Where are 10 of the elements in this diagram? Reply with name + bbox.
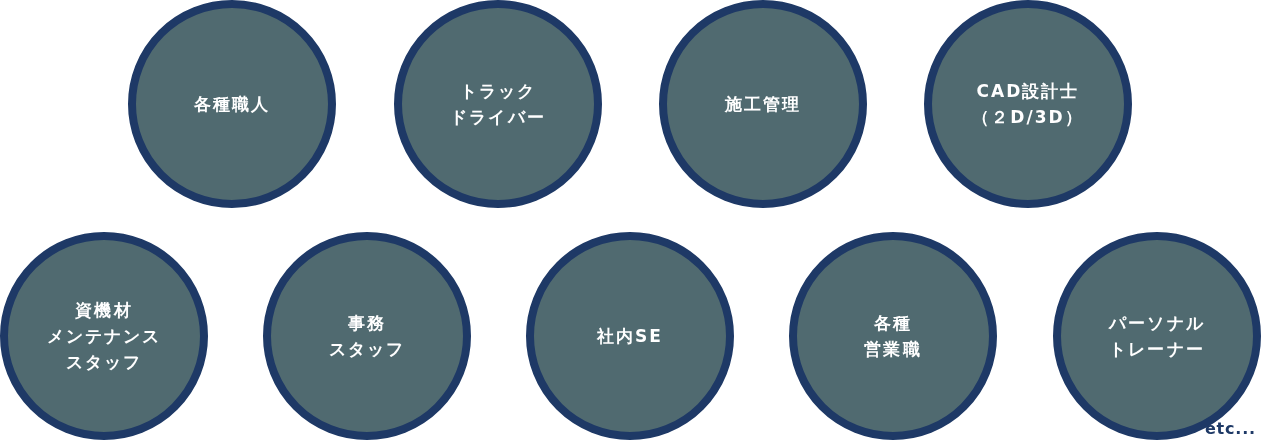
job-title: トラックドライバー [450, 80, 546, 129]
job-title: 資機材メンテナンススタッフ [46, 299, 162, 374]
job-title: 施工管理 [724, 93, 802, 116]
job-title: CAD設計士（２D/3D） [972, 80, 1084, 129]
note-text: etc... [1204, 419, 1256, 438]
job-title: 各種職人 [193, 93, 271, 116]
job-title: 社内SE [597, 325, 663, 348]
job-title: 各種営業職 [864, 312, 922, 361]
job-title: パーソナルトレーナー [1109, 312, 1205, 361]
job-title: 事務スタッフ [328, 312, 406, 361]
